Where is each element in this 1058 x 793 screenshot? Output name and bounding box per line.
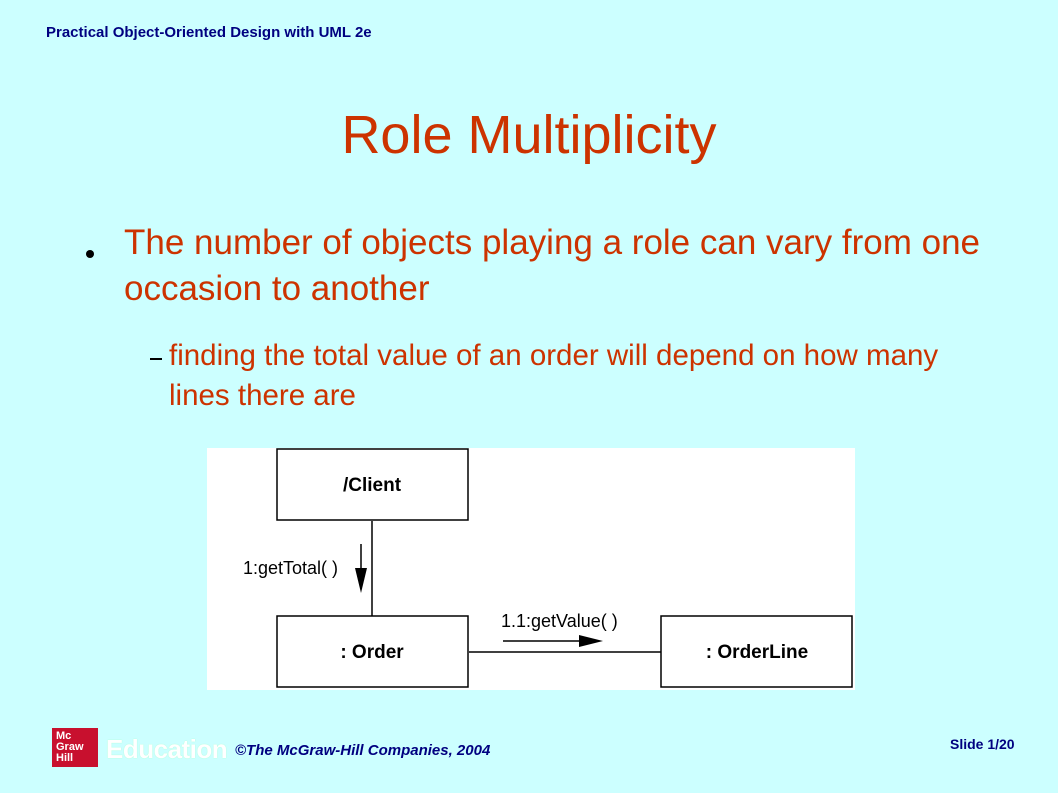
order-object-label: : Order	[340, 642, 404, 663]
course-header: Practical Object-Oriented Design with UM…	[46, 24, 372, 41]
bullet-text: The number of objects playing a role can…	[124, 223, 980, 308]
order-object-box	[276, 615, 469, 688]
logo-line-graw: Graw	[56, 741, 84, 753]
dash-icon	[150, 358, 162, 360]
diagram-canvas: /Client : Order : OrderLine 1:getTotal( …	[243, 448, 853, 688]
get-total-message-label: 1:getTotal( )	[243, 558, 338, 578]
client-object-box	[276, 448, 469, 521]
slide-title: Role Multiplicity	[341, 105, 717, 165]
logo-line-hill: Hill	[56, 752, 74, 764]
mcgraw-hill-logo	[52, 728, 98, 767]
bullet-item: The number of objects playing a role can…	[86, 220, 990, 312]
get-value-message-label: 1.1:getValue( )	[501, 611, 618, 631]
education-wordmark: Education	[106, 734, 228, 764]
sub-bullet-text: finding the total value of an order will…	[169, 339, 939, 412]
orderline-object-box	[660, 615, 853, 688]
copyright-text: ©The McGraw-Hill Companies, 2004	[235, 742, 491, 759]
collaboration-diagram: /Client : Order : OrderLine 1:getTotal( …	[207, 448, 855, 690]
slide-number: Slide 1/20	[950, 736, 1015, 752]
client-object-label: /Client	[343, 475, 402, 496]
bullet-dot-icon	[86, 250, 94, 258]
get-total-arrow-icon	[355, 568, 367, 593]
get-value-arrow-icon	[579, 635, 603, 647]
logo-line-mc: Mc	[56, 730, 72, 742]
orderline-object-label: : OrderLine	[706, 642, 808, 663]
sub-bullet-item: finding the total value of an order will…	[150, 336, 980, 416]
logo-text: Mc Graw Hill	[56, 731, 84, 764]
